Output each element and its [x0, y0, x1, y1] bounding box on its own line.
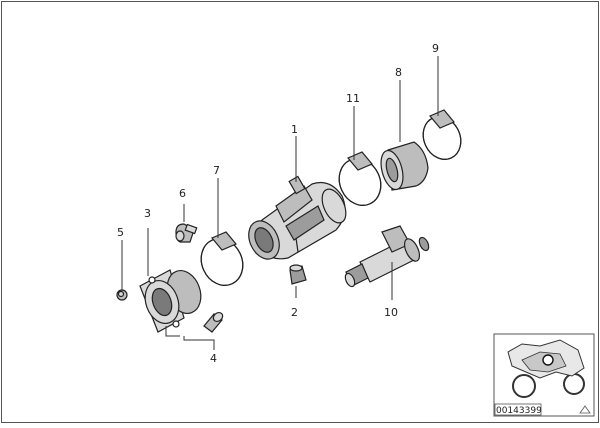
callout-9: 9: [432, 42, 439, 55]
part-7-hose-clamp: [200, 231, 244, 286]
part-8-sleeve: [380, 141, 429, 191]
callout-4: 4: [210, 352, 217, 365]
thumbnail-highlight-marker: [542, 354, 554, 366]
callout-2: 2: [291, 306, 298, 319]
part-5-plug: [116, 289, 128, 301]
part-4-screw: [203, 311, 224, 333]
callout-labels: 1 2 3 4 5 6 7 8 9 10 11: [117, 42, 439, 365]
thumbnail-code: 00143399: [496, 406, 542, 416]
callout-1: 1: [291, 123, 298, 136]
callout-3: 3: [144, 207, 151, 220]
callout-10: 10: [384, 306, 398, 319]
callout-8: 8: [395, 66, 402, 79]
part-1-intake-duct: [248, 175, 347, 260]
part-2-cap: [289, 264, 307, 285]
callout-5: 5: [117, 226, 124, 239]
leader-lines: [121, 56, 439, 350]
callout-7: 7: [213, 164, 220, 177]
motorcycle-thumbnail: [507, 339, 585, 398]
callout-11: 11: [346, 92, 360, 105]
part-10-injector: [344, 225, 430, 288]
part-6-elbow-fitting: [175, 223, 198, 243]
part-3-flange: [139, 269, 202, 333]
warning-triangle-icon: [579, 405, 591, 414]
callout-6: 6: [179, 187, 186, 200]
part-9-hose-clamp: [422, 109, 462, 160]
thumbnail-inset: 00143399: [493, 333, 595, 417]
